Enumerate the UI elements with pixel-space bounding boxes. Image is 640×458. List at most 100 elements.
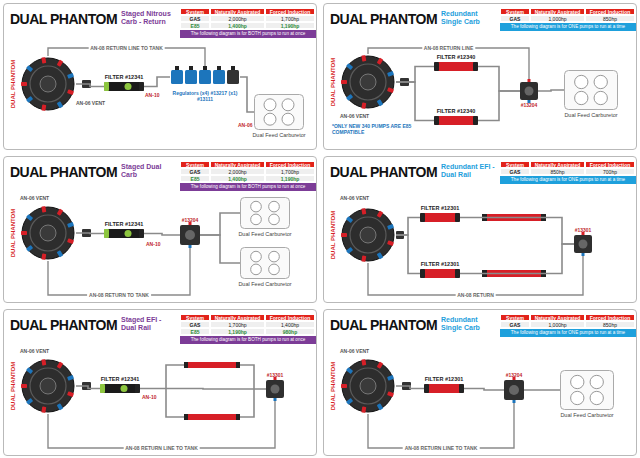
drawing-g [57,362,63,369]
drawing-rect [184,414,240,420]
table-cell: 1,190hp [265,22,315,29]
drawing-rect [241,198,290,229]
drawing-circle [185,230,195,240]
drawing-circle [350,217,386,253]
filter-part: FILTER #12341 [104,229,144,238]
reg-symbol [520,82,538,100]
table-cell: 1,000hp [530,15,585,22]
drawing-circle [360,74,376,90]
drawing-rect [387,240,394,246]
fitting-label: AN-06 [238,122,252,128]
table-cell: 850hp [530,168,585,175]
drawing-g [41,57,46,64]
table-cell: System [500,161,530,168]
drawing-g [346,247,353,254]
filter-symbol [104,82,144,91]
fuel-line [76,84,104,87]
drawing-rect [21,384,27,388]
carburetor-label: Dual Feed Carburetor [238,231,291,237]
drawing-rect [346,247,353,254]
fitting-label: AN-06 VENT [20,348,49,354]
drawing-rect [420,269,425,278]
drawing-rect [231,66,235,70]
reg-part: #13204 [520,82,538,100]
drawing-g [346,216,353,223]
drawing-rect [175,66,179,70]
drawing-rect [41,104,46,111]
table-cell: GAS [500,168,530,175]
drawing-g [67,73,74,79]
pump-name: DUAL PHANTOM [330,211,336,259]
table-cell: E85 [180,175,210,182]
carburetor-label: Dual Feed Carburetor [252,132,305,138]
drawing-g [57,101,63,108]
drawing-circle [342,209,394,261]
table-cell: Naturally Aspirated [530,314,585,321]
fuel-line [396,386,424,389]
drawing-rect [41,57,46,64]
table-cell: Naturally Aspirated [530,161,585,168]
drawing-rect [41,406,46,413]
filter-symbol [420,213,460,222]
table-cell: 980hp [265,328,315,335]
drawing-rect [424,384,464,393]
filter-part: FILTER #12301 [420,213,460,222]
drawing-g [377,403,383,410]
fitting-label: AN-10 [145,92,159,98]
filter-part: FILTER #12340 [434,62,478,71]
fuel-line [76,386,100,389]
table-cell: 2,000hp [210,15,265,22]
usage-banner: The following diagram is for ONE pumps t… [500,23,636,31]
table-cell: 850hp [585,15,635,22]
panel-card: DUAL PHANTOMStaged EFI - Dual RailDUAL P… [3,309,317,456]
reg-symbol [504,380,524,400]
drawing-circle [350,368,386,404]
filter-part: FILTER #12301 [424,384,464,393]
pump-symbol [20,56,76,112]
panel-subtitle: Redundant EFI - Dual Rail [441,163,497,179]
line-label: AN-08 RETURN LINE TO TANK [123,445,200,451]
drawing-circle [590,375,603,388]
drawing-circle [121,385,128,392]
drawing-rect [346,216,353,223]
drawing-rect [26,245,33,252]
drawing-rect [455,213,460,222]
drawing-rect [104,229,144,238]
drawing-rect [346,367,353,374]
panel-card: DUAL PHANTOMStaged Nitrous Carb - Return… [3,3,317,150]
drawing-circle [571,375,584,388]
table-cell: E85 [180,22,210,29]
drawing-rect [561,371,614,410]
filter-part: FILTER #12341 [104,82,144,91]
drawing-circle [40,378,56,394]
drawing-rect [135,384,140,393]
usage-banner: The following diagram is for ONE pumps t… [500,176,636,184]
drawing-rect [57,60,63,67]
fitting-label: AN-10 [142,394,156,400]
fuel-line [396,235,420,274]
drawing-rect [26,96,33,103]
drawing-g [57,209,63,216]
drawing-circle [40,225,56,241]
drawing-rect [455,269,460,278]
fitting-label: AN-10 [146,241,160,247]
pump-symbol [340,358,396,414]
drawing-rect [100,384,140,393]
drawing-rect [574,235,592,253]
carb-part: Dual Feed Carburetor [254,94,304,130]
table-cell: GAS [180,168,210,175]
return-line [368,400,514,448]
drawing-rect [341,233,347,237]
table-cell: 1,700hp [265,15,315,22]
drawing-rect [387,391,394,397]
filter-part: FILTER #12341 [100,384,140,393]
drawing-circle [282,99,294,111]
drawing-rect [104,82,144,91]
table-cell: Forced Induction [265,8,315,15]
pump-symbol [20,358,76,414]
drawing-g [377,99,383,106]
carb-symbol [240,247,290,279]
drawing-g [26,245,33,252]
drawing-g [387,240,394,246]
panel-subtitle: Redundant Single Carb [441,316,497,332]
